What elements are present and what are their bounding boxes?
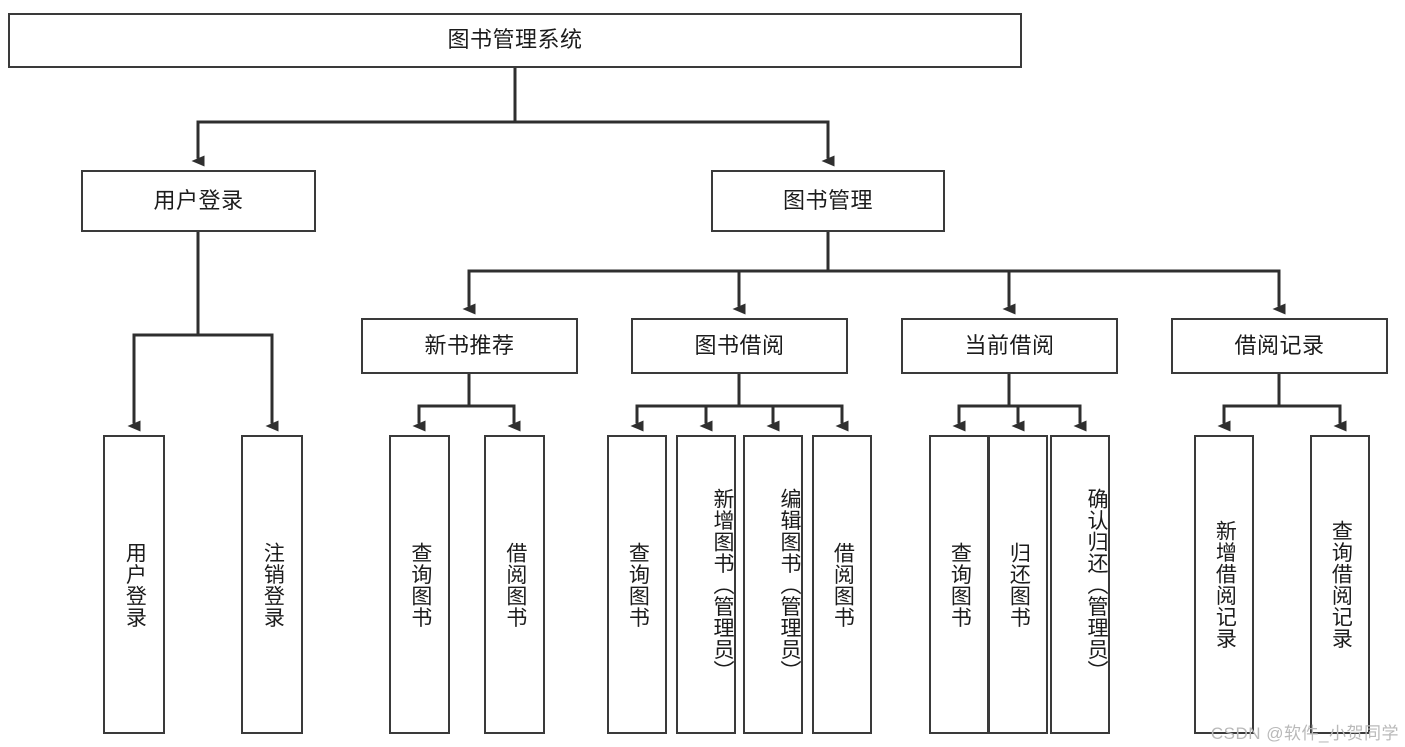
node-label: 当前借阅 — [964, 332, 1055, 358]
leaf-edit-book-admin[interactable]: 编辑图书（管理员） — [743, 435, 803, 734]
node-label: 确认归还（管理员） — [1085, 487, 1108, 682]
node-label: 借阅记录 — [1234, 332, 1325, 358]
node-label: 图书管理 — [782, 187, 873, 213]
node-label: 注销登录 — [261, 541, 285, 628]
node-root-book-management-system[interactable]: 图书管理系统 — [8, 13, 1022, 68]
node-user-login[interactable]: 用户登录 — [81, 170, 316, 232]
leaf-query-book-borrow[interactable]: 查询图书 — [607, 435, 667, 734]
leaf-add-borrow-record[interactable]: 新增借阅记录 — [1194, 435, 1254, 734]
node-label: 新增借阅记录 — [1213, 520, 1237, 649]
leaf-query-book-recommend[interactable]: 查询图书 — [389, 435, 450, 734]
node-book-borrow[interactable]: 图书借阅 — [631, 318, 848, 374]
node-label: 查询借阅记录 — [1329, 520, 1353, 649]
node-new-book-recommend[interactable]: 新书推荐 — [361, 318, 578, 374]
node-label: 用户登录 — [153, 187, 244, 213]
node-label: 用户登录 — [123, 541, 147, 628]
node-label: 借阅图书 — [831, 541, 855, 628]
leaf-query-book-current[interactable]: 查询图书 — [929, 435, 989, 734]
node-current-borrow[interactable]: 当前借阅 — [901, 318, 1118, 374]
node-label: 图书借阅 — [694, 332, 785, 358]
node-label: 新书推荐 — [424, 332, 515, 358]
leaf-return-book[interactable]: 归还图书 — [988, 435, 1048, 734]
node-label: 新增图书（管理员） — [711, 487, 734, 682]
leaf-add-book-admin[interactable]: 新增图书（管理员） — [676, 435, 736, 734]
leaf-borrow-book-borrow[interactable]: 借阅图书 — [812, 435, 872, 734]
node-borrow-record[interactable]: 借阅记录 — [1171, 318, 1388, 374]
leaf-user-login[interactable]: 用户登录 — [103, 435, 165, 734]
node-label: 归还图书 — [1007, 541, 1031, 628]
node-label: 查询图书 — [948, 541, 972, 628]
node-label: 借阅图书 — [503, 541, 527, 628]
node-label: 图书管理系统 — [447, 27, 583, 53]
leaf-confirm-return-admin[interactable]: 确认归还（管理员） — [1050, 435, 1110, 734]
leaf-query-borrow-record[interactable]: 查询借阅记录 — [1310, 435, 1370, 734]
node-label: 编辑图书（管理员） — [778, 487, 801, 682]
leaf-logout-login[interactable]: 注销登录 — [241, 435, 303, 734]
watermark-csdn: CSDN @软件_小贺同学 — [1210, 724, 1399, 743]
node-book-management[interactable]: 图书管理 — [711, 170, 945, 232]
leaf-borrow-book-recommend[interactable]: 借阅图书 — [484, 435, 545, 734]
node-label: 查询图书 — [626, 541, 650, 628]
node-label: 查询图书 — [408, 541, 432, 628]
